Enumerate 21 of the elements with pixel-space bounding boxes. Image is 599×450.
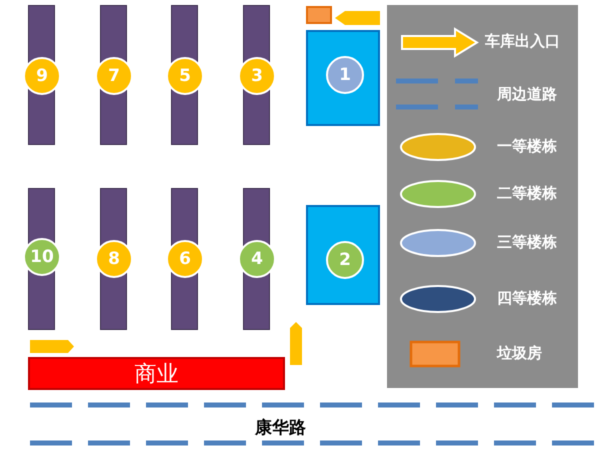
number-circle: 8	[95, 240, 133, 278]
legend-label: 车库出入口	[485, 32, 560, 51]
building-block	[306, 30, 380, 126]
number-circle: 9	[23, 57, 61, 95]
number-circle: 6	[166, 240, 204, 278]
number-circle: 1	[326, 56, 364, 94]
number-circle: 4	[238, 240, 276, 278]
legend-label: 垃圾房	[497, 344, 542, 363]
number-circle: 2	[326, 241, 364, 279]
number-circle: 7	[95, 57, 133, 95]
legend-label: 四等楼栋	[497, 289, 557, 308]
legend-label: 三等楼栋	[497, 233, 557, 252]
number-circle: 5	[166, 57, 204, 95]
road-name: 康华路	[255, 417, 306, 439]
legend-label: 一等楼栋	[497, 137, 557, 156]
building-block	[306, 205, 380, 305]
legend-label: 二等楼栋	[497, 184, 557, 203]
commercial-block: 商业	[28, 357, 285, 390]
number-circle: 10	[23, 238, 61, 276]
legend-label: 周边道路	[497, 85, 557, 104]
number-circle: 3	[238, 57, 276, 95]
